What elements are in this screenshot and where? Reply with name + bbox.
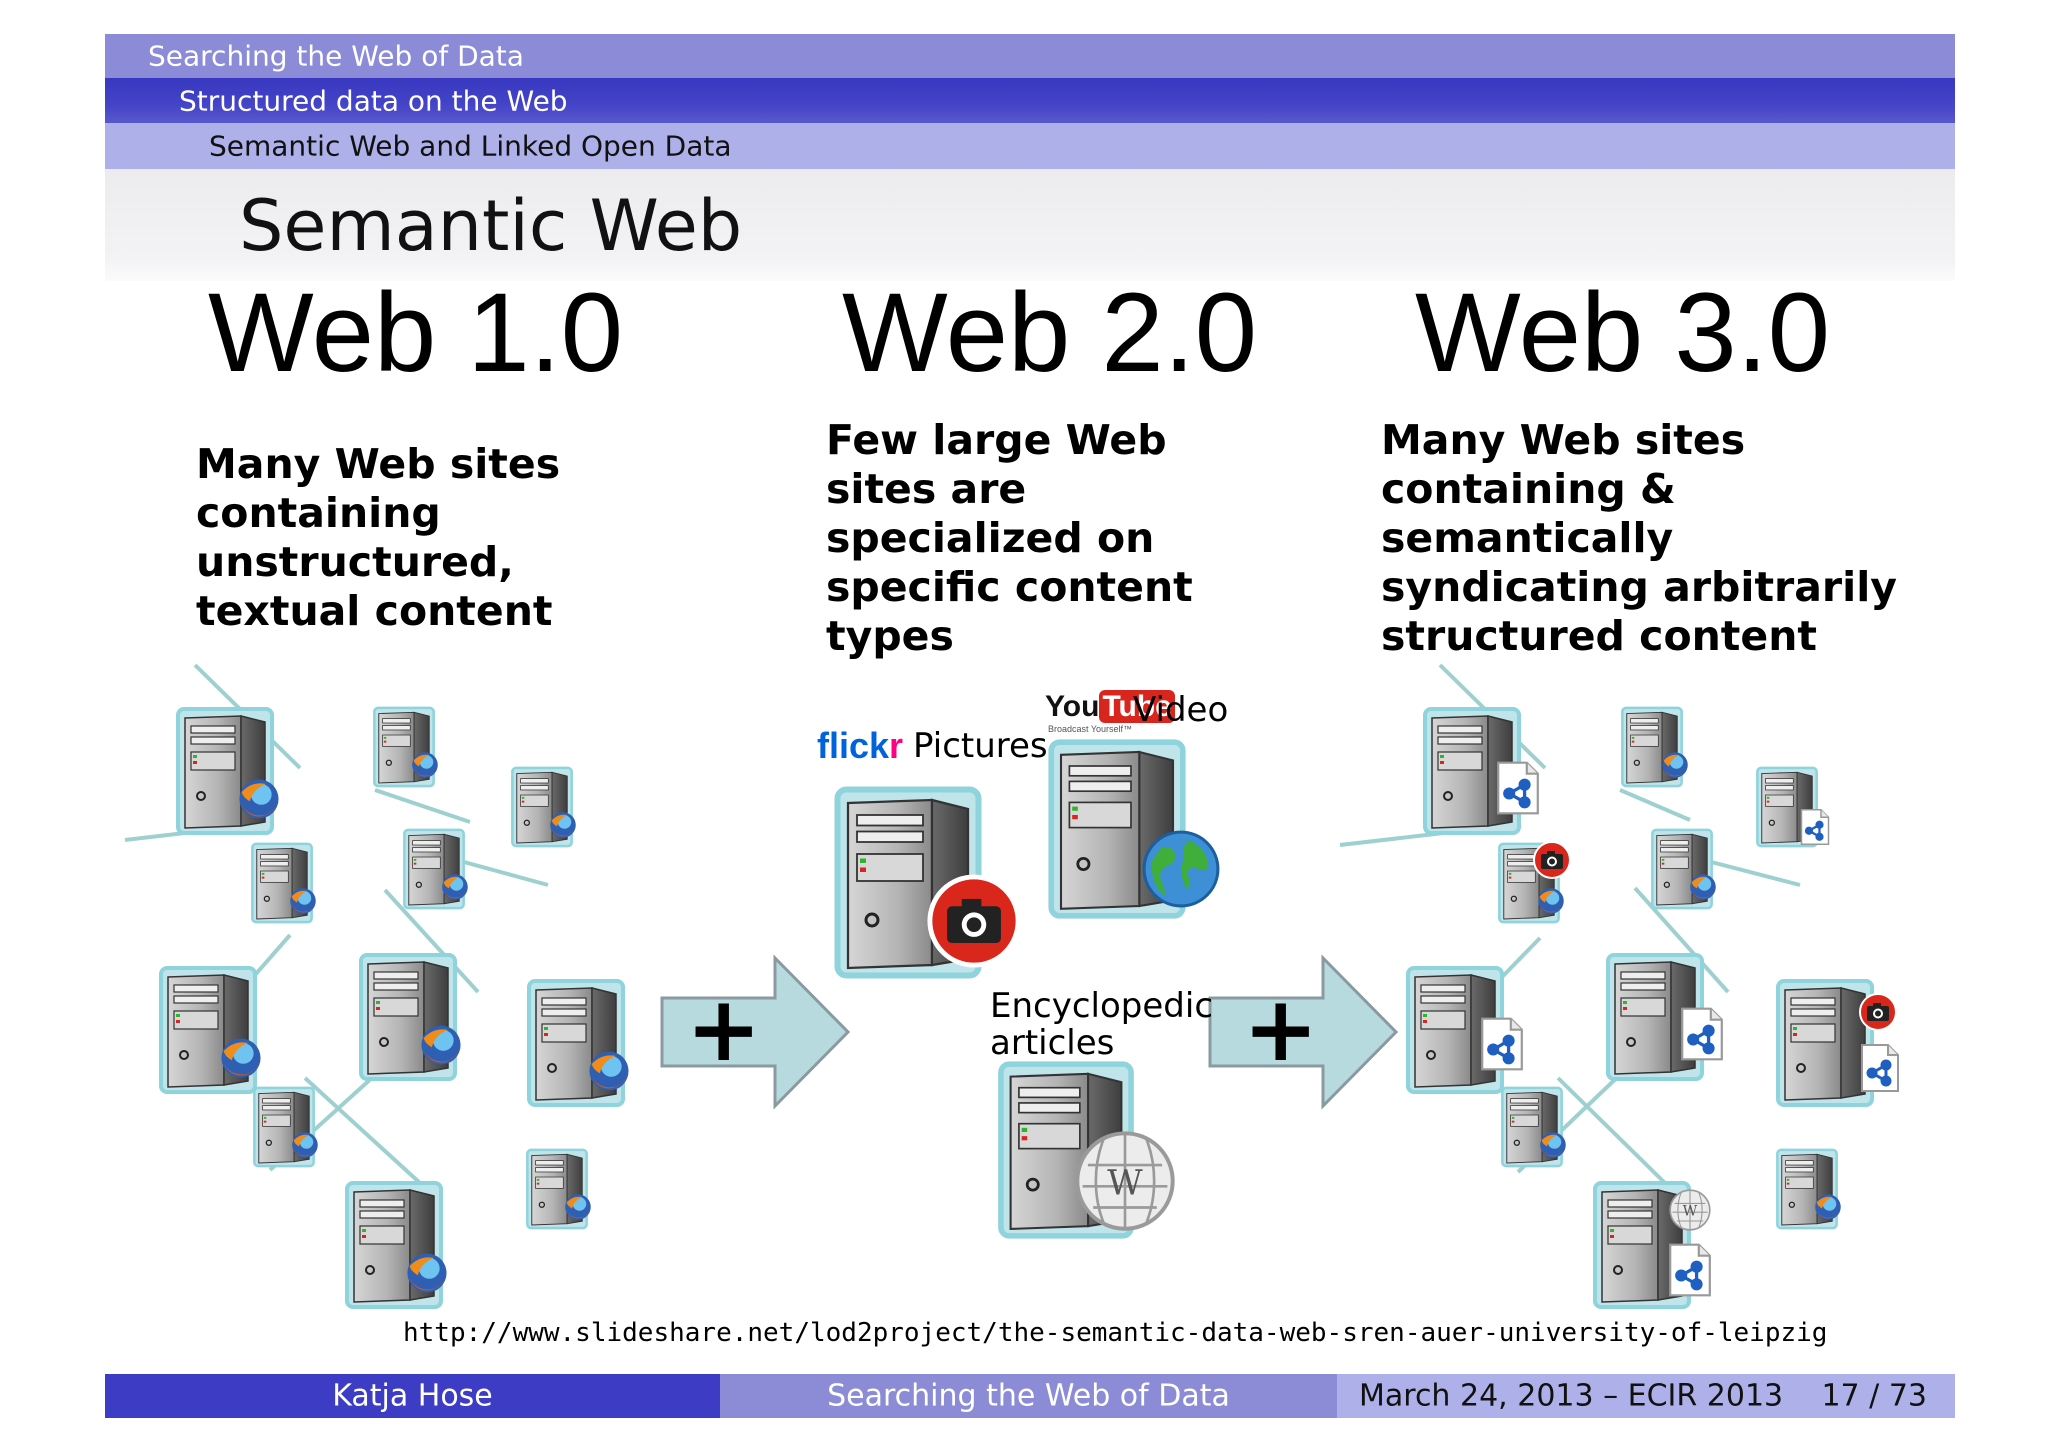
encyclopedic-label: Encyclopedic articles bbox=[990, 988, 1213, 1062]
web2-line: Few large Web bbox=[826, 416, 1167, 464]
web3-heading: Web 3.0 bbox=[1415, 270, 1831, 395]
web3-line: Many Web sites bbox=[1381, 416, 1746, 464]
frame-title-bar: Semantic Web bbox=[105, 169, 1955, 281]
web3-line: structured content bbox=[1381, 612, 1818, 660]
web2-line: sites are bbox=[826, 465, 1027, 513]
nav-subsection-label: Structured data on the Web bbox=[179, 84, 568, 117]
server-icon bbox=[176, 707, 279, 835]
footer-info: March 24, 2013 – ECIR 2013 17 / 73 bbox=[1337, 1374, 1955, 1418]
web3-line: syndicating arbitrarily bbox=[1381, 563, 1897, 611]
plus-sign-1: + bbox=[686, 977, 762, 1082]
web3-description: Many Web sites containing & semantically… bbox=[1381, 416, 1897, 661]
footer-author-text: Katja Hose bbox=[332, 1378, 493, 1414]
plus-sign-2: + bbox=[1243, 977, 1319, 1082]
web2-heading: Web 2.0 bbox=[842, 270, 1258, 395]
footer-author: Katja Hose bbox=[105, 1374, 720, 1418]
video-label: Video bbox=[1133, 690, 1229, 730]
web1-line: unstructured, bbox=[196, 538, 514, 586]
nav-subsubsection[interactable]: Semantic Web and Linked Open Data bbox=[105, 123, 1955, 169]
web3-servers bbox=[1406, 706, 1900, 1309]
web1-heading: Web 1.0 bbox=[208, 270, 624, 395]
nav-subsection[interactable]: Structured data on the Web bbox=[105, 78, 1955, 123]
web2-line: specific content bbox=[826, 563, 1193, 611]
plus-arrow-icon bbox=[660, 954, 851, 1110]
web3-links bbox=[1339, 663, 1801, 1185]
flickr-logo: flickr bbox=[817, 725, 904, 766]
encyclopedic-line: Encyclopedic bbox=[990, 986, 1214, 1026]
footer-talk-text: Searching the Web of Data bbox=[827, 1378, 1230, 1414]
youtube-tagline: Broadcast Yourself™ bbox=[1048, 724, 1133, 734]
encyclopedic-line: articles bbox=[990, 1023, 1115, 1063]
source-url[interactable]: http://www.slideshare.net/lod2project/th… bbox=[403, 1318, 1828, 1348]
footer-date: March 24, 2013 – ECIR 2013 bbox=[1359, 1378, 1784, 1414]
nav-section-label: Searching the Web of Data bbox=[148, 39, 524, 73]
web3-line: containing & bbox=[1381, 465, 1676, 513]
web1-line: containing bbox=[196, 489, 441, 537]
web2-description: Few large Web sites are specialized on s… bbox=[826, 416, 1193, 661]
web1-line: Many Web sites bbox=[196, 440, 561, 488]
web3-line: semantically bbox=[1381, 514, 1674, 562]
nav-subsubsection-label: Semantic Web and Linked Open Data bbox=[209, 129, 732, 163]
page-number: 17 / 73 bbox=[1821, 1378, 1927, 1414]
frame-title: Semantic Web bbox=[239, 185, 743, 267]
web2-line: specialized on bbox=[826, 514, 1155, 562]
nav-section[interactable]: Searching the Web of Data bbox=[105, 34, 1955, 78]
web2-line: types bbox=[826, 612, 954, 660]
web1-description: Many Web sites containing unstructured, … bbox=[196, 440, 560, 636]
plus-arrow-icon bbox=[1208, 954, 1399, 1110]
web1-line: textual content bbox=[196, 587, 553, 635]
footer-talk: Searching the Web of Data bbox=[720, 1374, 1337, 1418]
pictures-label: Pictures bbox=[913, 726, 1048, 766]
